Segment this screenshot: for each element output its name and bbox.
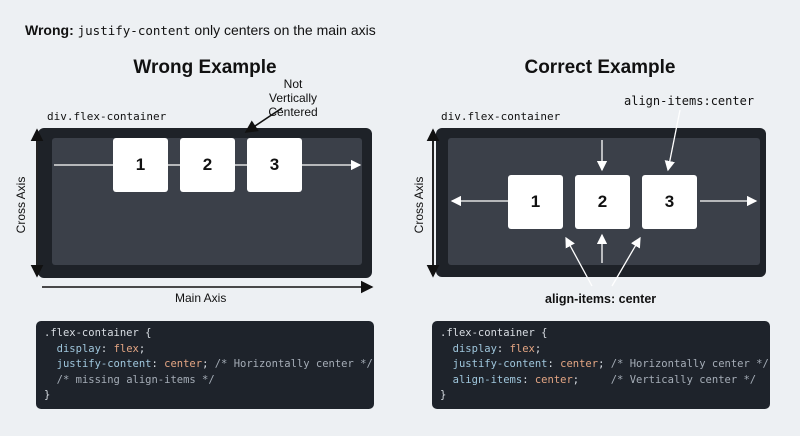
flex-item-3: 3 bbox=[247, 138, 302, 192]
flex-item-2: 2 bbox=[180, 138, 235, 192]
flex-item-1: 1 bbox=[113, 138, 168, 192]
annotation-arrow bbox=[244, 107, 283, 133]
code-block-correct: .flex-container { display: flex; justify… bbox=[432, 321, 770, 409]
main-axis-label: Main Axis bbox=[175, 291, 227, 305]
title-bold: Wrong: bbox=[25, 22, 74, 38]
page-title: Wrong: justify-content only centers on t… bbox=[25, 22, 376, 38]
flex-item-1: 1 bbox=[508, 175, 563, 229]
correct-heading: Correct Example bbox=[524, 57, 676, 78]
container-label: div.flex-container bbox=[441, 110, 561, 123]
not-centered-annotation: Not Vertically Centered bbox=[268, 77, 318, 119]
title-code: justify-content bbox=[77, 23, 191, 38]
align-items-annotation-bottom: align-items: center bbox=[545, 292, 657, 306]
flex-item-2: 2 bbox=[575, 175, 630, 229]
align-items-annotation-top: align-items:center bbox=[624, 94, 755, 108]
container-label: div.flex-container bbox=[47, 110, 167, 123]
code-block-wrong: .flex-container { display: flex; justify… bbox=[36, 321, 374, 409]
flex-item-3: 3 bbox=[642, 175, 697, 229]
wrong-heading: Wrong Example bbox=[133, 57, 277, 78]
title-rest: only centers on the main axis bbox=[190, 22, 376, 38]
